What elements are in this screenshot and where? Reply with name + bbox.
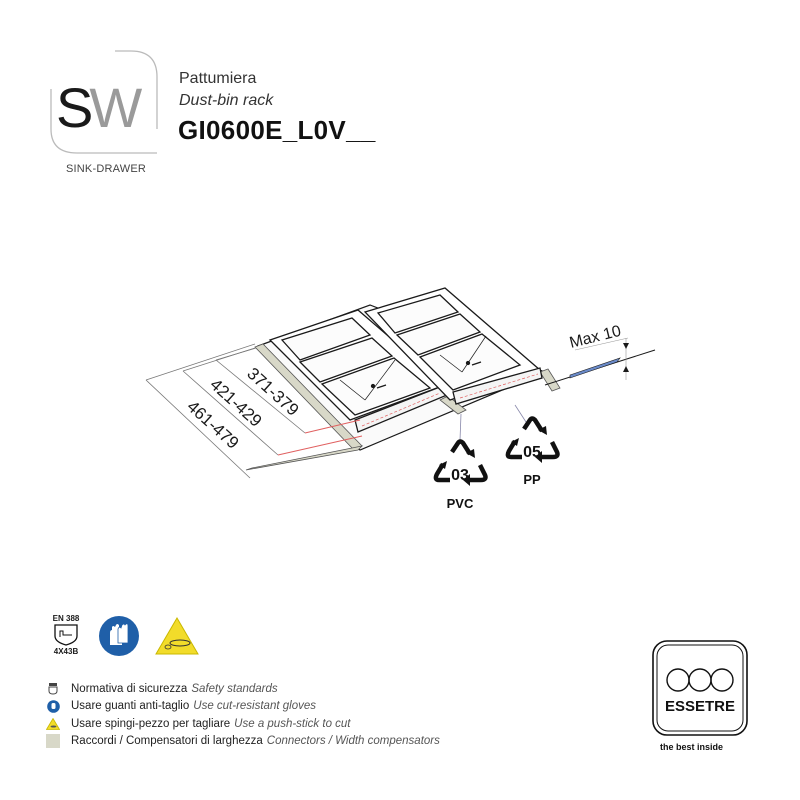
legend-text-it: Normativa di sicurezza <box>71 682 188 695</box>
recycle-code-pvc: 03 <box>451 467 469 484</box>
legend-text-en: Connectors / Width compensators <box>266 735 440 748</box>
en388-badge: EN 388 4X43B <box>48 614 84 657</box>
logo-w: W <box>89 76 142 139</box>
recycle-icon-pp <box>505 416 560 463</box>
brand-tagline: the best inside <box>660 742 724 752</box>
legend-text-it: Raccordi / Compensatori di larghezza <box>71 735 263 748</box>
gloves-mandatory-icon <box>99 616 139 656</box>
leader-pvc <box>459 413 462 441</box>
max-thickness-detail <box>544 337 656 386</box>
glove-shield-icon <box>54 624 78 646</box>
info-glove-icon <box>46 699 60 713</box>
leader-pp <box>514 404 527 423</box>
logo-frame <box>50 50 158 154</box>
logo-s: S <box>56 76 93 139</box>
legend-text-en: Use cut-resistant gloves <box>193 700 316 713</box>
legend-item: Raccordi / Compensatori di larghezza Con… <box>46 733 440 751</box>
safety-icons-row: EN 388 4X43B <box>48 615 200 657</box>
max-label: Max 10 <box>568 323 623 352</box>
essetre-logo: ESSETRE <box>652 640 748 736</box>
safety-standard-icon <box>46 682 60 696</box>
legend: Normativa di sicurezza Safety standards … <box>46 680 440 750</box>
bin-right <box>363 287 543 405</box>
legend-text-en: Use a push-stick to cut <box>234 717 351 730</box>
dimension-lines <box>145 343 306 479</box>
connector-strips <box>245 343 561 471</box>
en-code-label: 4X43B <box>53 647 79 657</box>
bin-left <box>268 309 448 433</box>
recycle-material-pp: PP <box>523 472 541 487</box>
en-standard-label: EN 388 <box>52 614 80 624</box>
recycle-material-pvc: PVC <box>447 496 474 511</box>
logo-subtitle: SINK-DRAWER <box>66 163 147 175</box>
product-code: GI0600E_L0V__ <box>178 115 376 145</box>
warning-icon <box>46 717 60 731</box>
legend-item: Usare guanti anti-taglio Use cut-resista… <box>46 698 440 716</box>
title-english: Dust-bin rack <box>179 92 274 109</box>
logo: SW <box>56 80 142 136</box>
push-stick-warning-icon <box>155 617 199 655</box>
brand-name: ESSETRE <box>665 698 735 715</box>
recycle-icon-pvc <box>433 439 488 486</box>
red-reference-lines <box>277 419 363 456</box>
legend-text-en: Safety standards <box>191 682 278 695</box>
title-italian: Pattumiera <box>179 70 257 87</box>
legend-item: Usare spingi-pezzo per tagliare Use a pu… <box>46 715 440 733</box>
recycle-code-pp: 05 <box>523 444 541 461</box>
legend-item: Normativa di sicurezza Safety standards <box>46 680 440 698</box>
legend-text-it: Usare guanti anti-taglio <box>71 700 190 713</box>
legend-text-it: Usare spingi-pezzo per tagliare <box>71 717 231 730</box>
connector-swatch-icon <box>46 734 60 749</box>
